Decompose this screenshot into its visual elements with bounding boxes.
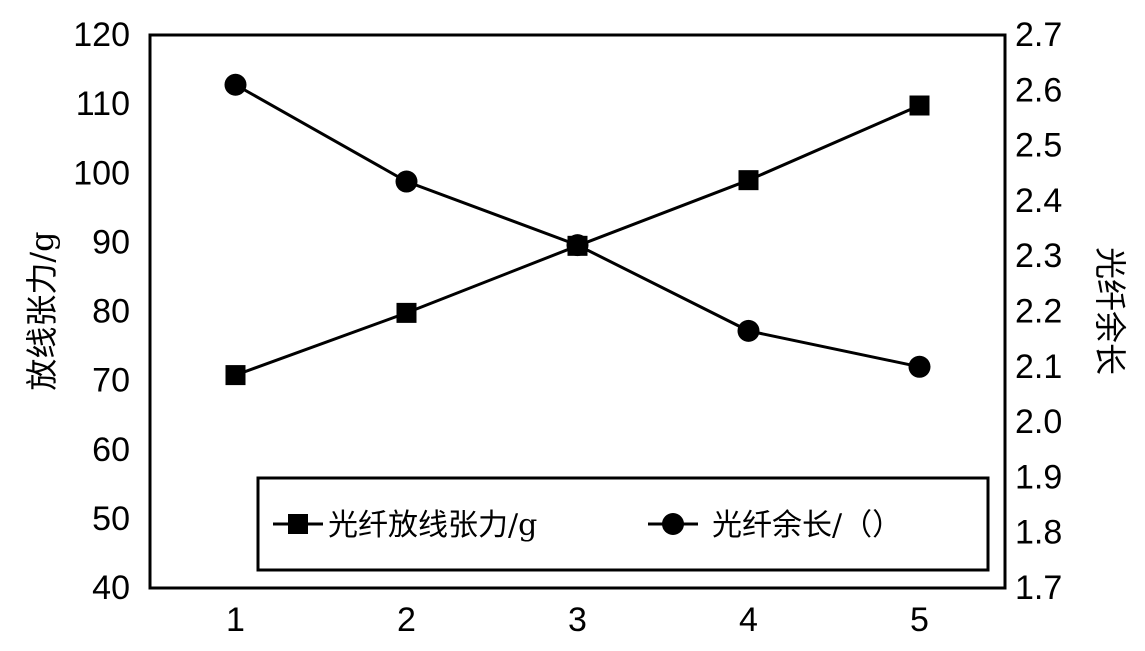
right-axis-ticks: 1.7 1.8 1.9 2.0 2.1 2.2 2.3 2.4 2.5 2.6 2.7 bbox=[1015, 16, 1062, 607]
data-point-square bbox=[738, 170, 759, 191]
data-point-circle bbox=[395, 170, 418, 193]
right-tick-label: 1.8 bbox=[1015, 514, 1062, 552]
data-point-circle bbox=[224, 73, 247, 96]
data-point-circle bbox=[908, 355, 931, 378]
left-axis-ticks: 40 50 60 70 80 90 100 110 120 bbox=[73, 16, 130, 607]
left-tick-label: 70 bbox=[92, 362, 130, 400]
data-point-circle bbox=[566, 234, 589, 257]
right-tick-label: 2.4 bbox=[1015, 182, 1062, 220]
left-tick-label: 110 bbox=[76, 85, 130, 123]
left-tick-label: 80 bbox=[92, 293, 130, 331]
left-tick-label: 100 bbox=[73, 154, 130, 192]
right-tick-label: 2.7 bbox=[1015, 16, 1062, 54]
legend-circle-icon bbox=[662, 513, 684, 535]
x-tick-label: 5 bbox=[910, 601, 929, 639]
left-tick-label: 40 bbox=[92, 569, 130, 607]
right-tick-label: 2.3 bbox=[1015, 237, 1062, 275]
legend-box bbox=[256, 476, 990, 572]
right-tick-label: 2.2 bbox=[1015, 293, 1062, 331]
right-axis-label: 光纤余长 bbox=[1091, 247, 1129, 375]
left-tick-label: 60 bbox=[92, 431, 130, 469]
data-point-square bbox=[396, 302, 417, 323]
legend-square-icon bbox=[288, 514, 308, 534]
right-tick-label: 2.0 bbox=[1015, 403, 1062, 441]
right-tick-label: 1.9 bbox=[1015, 458, 1062, 496]
x-tick-label: 4 bbox=[739, 601, 758, 639]
left-tick-label: 120 bbox=[73, 16, 130, 54]
series-line-excess-length bbox=[234, 83, 920, 369]
left-tick-label: 50 bbox=[92, 500, 130, 538]
legend-label-tension: 光纤放线张力/g bbox=[328, 508, 537, 543]
data-point-square bbox=[909, 95, 930, 116]
right-tick-label: 2.5 bbox=[1015, 127, 1062, 165]
left-axis-label: 放线张力/g bbox=[23, 231, 61, 390]
right-tick-label: 2.6 bbox=[1015, 71, 1062, 109]
legend-label-excess: 光纤余长/（） bbox=[712, 508, 902, 543]
legend: 光纤放线张力/g 光纤余长/（） bbox=[256, 476, 990, 572]
right-tick-label: 2.1 bbox=[1015, 348, 1062, 386]
x-tick-label: 3 bbox=[568, 601, 587, 639]
right-tick-label: 1.7 bbox=[1015, 569, 1062, 607]
x-axis-ticks: 1 2 3 4 5 bbox=[226, 601, 929, 639]
data-point-square bbox=[225, 365, 246, 386]
x-tick-label: 1 bbox=[226, 601, 245, 639]
data-point-circle bbox=[737, 319, 760, 342]
left-tick-label: 90 bbox=[92, 223, 130, 261]
plot-area-frame bbox=[148, 33, 1007, 590]
series-layer bbox=[224, 73, 931, 386]
x-tick-label: 2 bbox=[397, 601, 416, 639]
